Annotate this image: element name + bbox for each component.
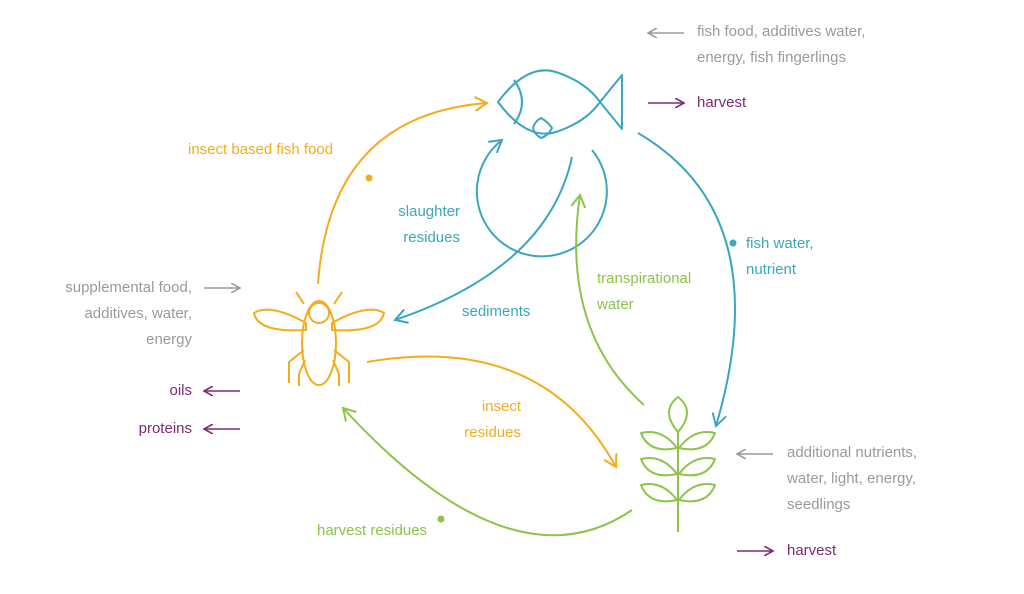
transpirational-water-label: transpirational water	[597, 270, 692, 313]
plant-to-insect-dot	[437, 515, 445, 523]
inner-loop	[393, 138, 608, 324]
harvest-residues-label: harvest residues	[317, 522, 428, 539]
plant-to-insect-arrow	[341, 406, 633, 537]
plant-to-fish-arrow	[570, 193, 645, 406]
fish-to-plant-dot	[729, 239, 737, 247]
slaughter-residues-label: slaughter residues	[398, 203, 460, 246]
insect-based-fish-food-label: insect based fish food	[188, 141, 334, 158]
insect-to-plant-arrow	[366, 355, 618, 469]
plant-harvest-label: harvest	[787, 542, 837, 559]
fish-inputs-label: fish food, additives water, energy, fish…	[697, 23, 866, 66]
proteins-label: proteins	[138, 420, 192, 437]
insect-inputs-label: supplemental food, additives, water, ene…	[65, 279, 192, 348]
fish-icon	[497, 69, 623, 139]
plant-icon	[640, 396, 716, 532]
insect-icon	[253, 291, 385, 386]
insect-to-fish-arrow	[317, 96, 489, 285]
insect-to-fish-dot	[365, 174, 373, 182]
oils-label: oils	[169, 382, 192, 399]
fish-harvest-label: harvest	[697, 94, 747, 111]
fish-to-plant-arrow	[637, 132, 737, 428]
plant-inputs-label: additional nutrients, water, light, ener…	[787, 444, 918, 513]
sediments-label: sediments	[462, 303, 531, 320]
insect-residues-label: insect residues	[464, 398, 521, 441]
fish-water-nutrient-label: fish water, nutrient	[746, 235, 814, 278]
